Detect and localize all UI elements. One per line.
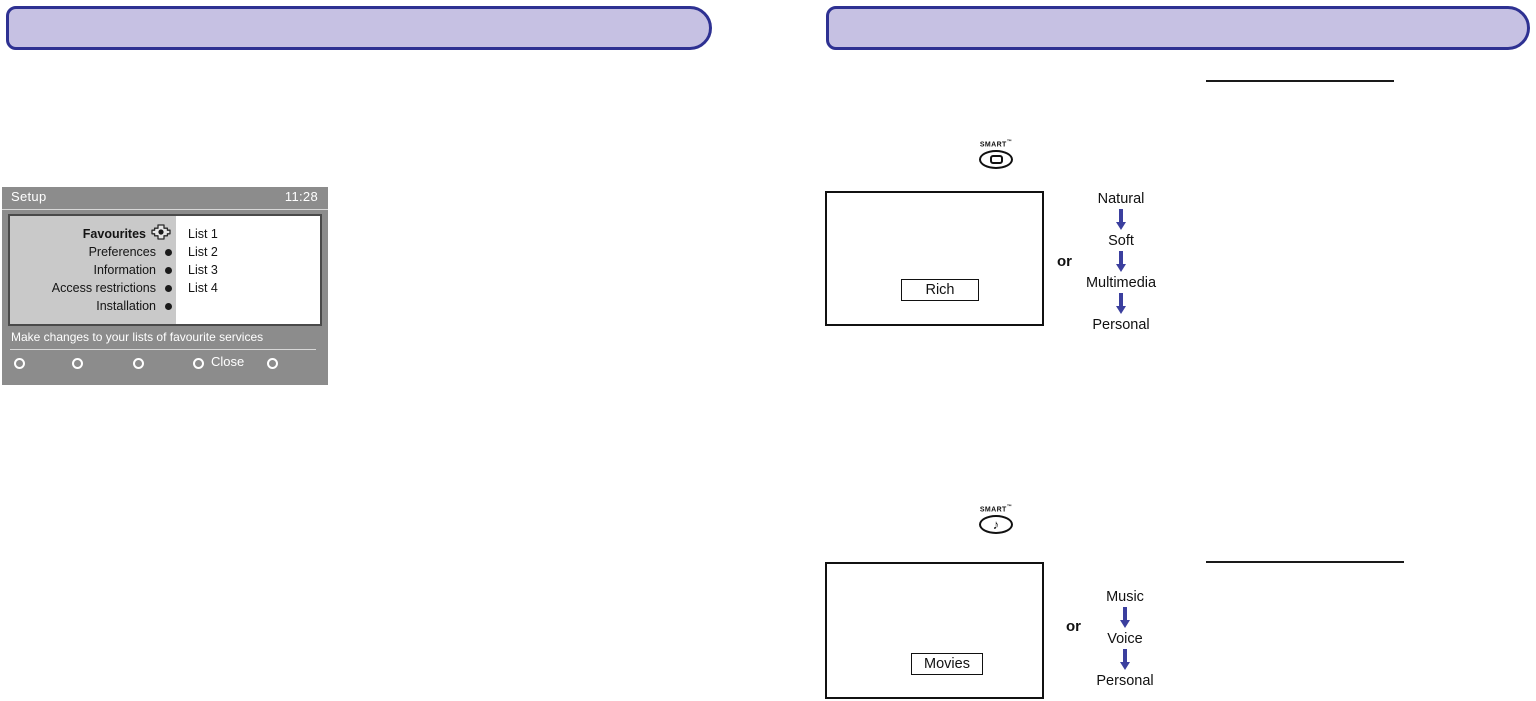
osd-button-dot-close[interactable] bbox=[193, 358, 204, 369]
sound-mode-item: Music bbox=[1106, 589, 1144, 605]
osd-button-dot-1[interactable] bbox=[14, 358, 25, 369]
list-item[interactable]: List 1 bbox=[188, 227, 218, 241]
osd-body: Favourites Preferences Information Acces… bbox=[8, 214, 322, 326]
smart-sound-button[interactable]: SMART™ ♪ bbox=[973, 503, 1019, 535]
menu-item-installation[interactable]: Installation bbox=[10, 297, 176, 315]
osd-close-label: Close bbox=[211, 354, 245, 369]
osd-button-dot-3[interactable] bbox=[133, 358, 144, 369]
bullet-icon bbox=[165, 266, 172, 274]
menu-item-label: Information bbox=[93, 263, 156, 277]
sound-tv-screen: Movies bbox=[825, 562, 1044, 699]
sound-current-mode-box: Movies bbox=[911, 653, 983, 675]
picture-mode-item: Personal bbox=[1092, 317, 1150, 333]
divider-rule-bottom bbox=[1206, 561, 1404, 563]
picture-mode-list: Natural Soft Multimedia Personal bbox=[1046, 191, 1196, 333]
menu-item-access-restrictions[interactable]: Access restrictions bbox=[10, 279, 176, 297]
osd-button-dot-2[interactable] bbox=[72, 358, 83, 369]
picture-mode-item: Natural bbox=[1097, 191, 1145, 207]
menu-item-information[interactable]: Information bbox=[10, 261, 176, 279]
down-arrow-icon bbox=[1116, 293, 1126, 314]
bullet-icon bbox=[165, 284, 172, 292]
menu-item-favourites[interactable]: Favourites bbox=[10, 223, 176, 245]
osd-hint-text: Make changes to your lists of favourite … bbox=[11, 330, 264, 344]
osd-clock: 11:28 bbox=[284, 189, 318, 204]
menu-item-preferences[interactable]: Preferences bbox=[10, 243, 176, 261]
header-banner-right bbox=[826, 6, 1530, 50]
screen-icon bbox=[979, 150, 1013, 170]
bullet-icon bbox=[165, 302, 172, 310]
down-arrow-icon bbox=[1116, 209, 1126, 230]
osd-menu-pane: Favourites Preferences Information Acces… bbox=[10, 216, 176, 324]
picture-current-mode-box: Rich bbox=[901, 279, 979, 301]
osd-button-bar: Close bbox=[10, 353, 320, 375]
sound-or-label: or bbox=[1066, 618, 1081, 635]
down-arrow-icon bbox=[1120, 649, 1130, 670]
list-item[interactable]: List 2 bbox=[188, 245, 218, 259]
picture-mode-item: Soft bbox=[1108, 233, 1134, 249]
menu-item-label: Access restrictions bbox=[51, 281, 156, 295]
menu-item-label: Preferences bbox=[88, 245, 156, 259]
osd-list-pane: List 1 List 2 List 3 List 4 bbox=[176, 216, 320, 324]
down-arrow-icon bbox=[1120, 607, 1130, 628]
divider-rule-top bbox=[1206, 80, 1394, 82]
osd-button-dot-5[interactable] bbox=[267, 358, 278, 369]
smart-picture-button-label: SMART™ bbox=[979, 139, 1013, 149]
smart-sound-button-label: SMART™ bbox=[979, 504, 1013, 514]
picture-mode-item: Multimedia bbox=[1085, 275, 1157, 291]
down-arrow-icon bbox=[1116, 251, 1126, 272]
menu-item-label: Installation bbox=[96, 299, 156, 313]
picture-or-label: or bbox=[1057, 253, 1072, 270]
music-note-icon: ♪ bbox=[979, 515, 1013, 535]
sound-mode-item: Personal bbox=[1096, 673, 1154, 689]
picture-tv-screen: Rich bbox=[825, 191, 1044, 326]
header-banner-left bbox=[6, 6, 712, 50]
tv-osd-menu: Setup 11:28 Favourites Preferences Info bbox=[2, 187, 328, 385]
list-item[interactable]: List 4 bbox=[188, 281, 218, 295]
sound-mode-item: Voice bbox=[1107, 631, 1143, 647]
osd-title-bar: Setup 11:28 bbox=[2, 187, 328, 210]
list-item[interactable]: List 3 bbox=[188, 263, 218, 277]
bullet-icon bbox=[165, 248, 172, 256]
osd-title: Setup bbox=[11, 189, 47, 204]
sound-mode-list: Music Voice Personal bbox=[1050, 589, 1200, 689]
smart-picture-button[interactable]: SMART™ bbox=[973, 138, 1019, 170]
osd-divider bbox=[10, 349, 316, 350]
nav-cursor-icon bbox=[150, 223, 172, 245]
menu-item-label: Favourites bbox=[82, 227, 146, 241]
